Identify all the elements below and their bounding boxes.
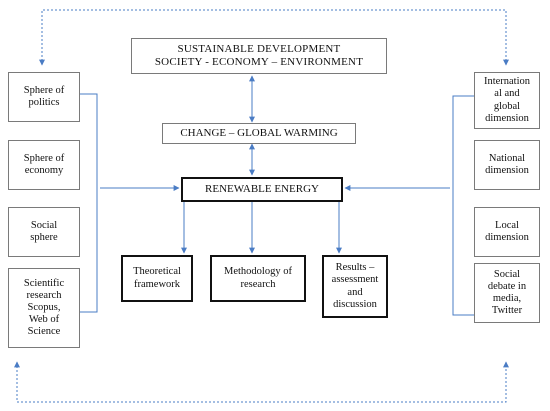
right-box-national: National dimension: [474, 140, 540, 190]
bottom-dotted-connector: [14, 361, 509, 403]
left-box-social: Social sphere: [8, 207, 80, 257]
methodology-box: Methodology of research: [210, 255, 306, 302]
right-box-international: Internation al and global dimension: [474, 72, 540, 129]
right-box-social-debate: Social debate in media, Twitter: [474, 263, 540, 323]
left-box-politics: Sphere of politics: [8, 72, 80, 122]
results-box: Results – assessment and discussion: [322, 255, 388, 318]
sustainable-development-box: SUSTAINABLE DEVELOPMENT SOCIETY - ECONOM…: [131, 38, 387, 74]
renewable-energy-box: RENEWABLE ENERGY: [181, 177, 343, 202]
left-bracket: [80, 93, 98, 313]
left-box-economy: Sphere of economy: [8, 140, 80, 190]
left-box-scientific-research: Scientific research Scopus, Web of Scien…: [8, 268, 80, 348]
right-box-local: Local dimension: [474, 207, 540, 257]
global-warming-box: CHANGE – GLOBAL WARMING: [162, 123, 356, 144]
theoretical-framework-box: Theoretical framework: [121, 255, 193, 302]
right-bracket: [452, 95, 474, 316]
